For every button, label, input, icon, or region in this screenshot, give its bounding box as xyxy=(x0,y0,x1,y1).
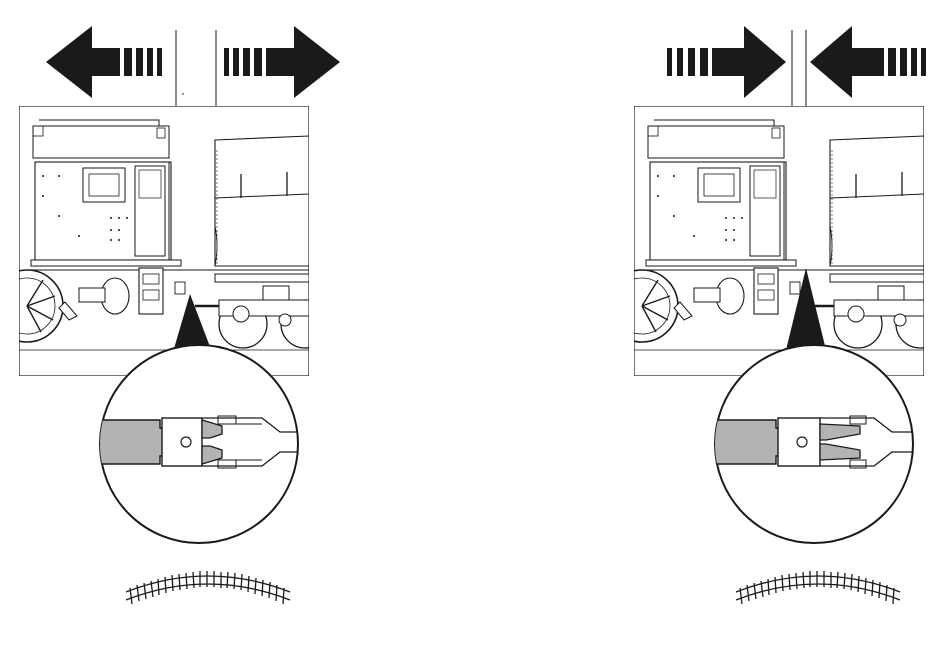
curved-track-icon xyxy=(736,571,900,604)
locomotive-drawing xyxy=(0,106,329,376)
arrow-right-icon xyxy=(224,26,340,98)
panel-together xyxy=(606,26,944,604)
arrow-left-icon xyxy=(46,26,162,98)
arrow-left-icon xyxy=(810,26,926,98)
arrow-right-icon xyxy=(667,26,786,98)
locomotive-drawing xyxy=(606,106,944,376)
panel-apart xyxy=(0,26,340,604)
curved-track-icon xyxy=(126,571,290,604)
